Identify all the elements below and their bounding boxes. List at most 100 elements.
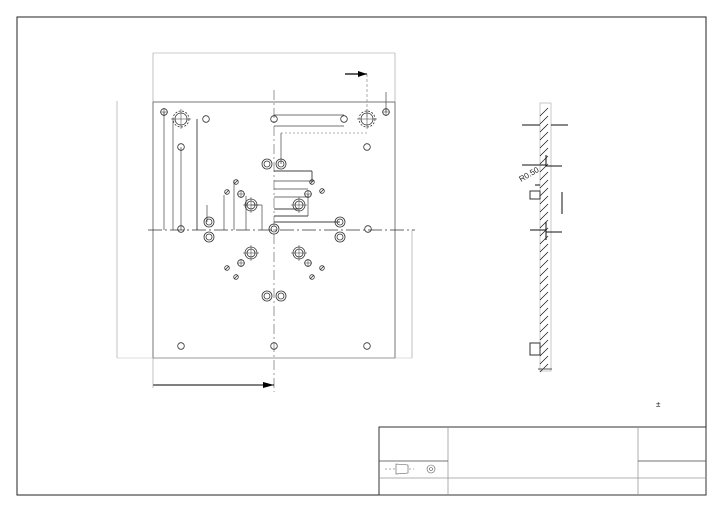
hatch-line bbox=[539, 179, 549, 189]
projection-symbol-icon bbox=[385, 463, 436, 475]
hole-circle bbox=[336, 233, 344, 241]
hole-center-mark bbox=[237, 259, 245, 267]
hatch-line bbox=[539, 315, 549, 325]
hatch-line bbox=[539, 347, 549, 357]
hole-circle bbox=[270, 342, 278, 350]
hole-circle bbox=[364, 225, 372, 233]
tapped-hole-mark bbox=[233, 274, 239, 280]
tapped-hole-mark bbox=[224, 265, 230, 271]
hatch-line bbox=[539, 259, 549, 269]
hole-circle bbox=[233, 274, 239, 280]
tapped-hole-mark bbox=[309, 179, 315, 185]
hatch-line bbox=[539, 187, 549, 197]
hole-circle bbox=[275, 158, 287, 170]
hole-circle bbox=[336, 218, 344, 226]
hatch-line bbox=[539, 355, 549, 365]
hole-center-mark bbox=[382, 108, 390, 116]
hatch-line bbox=[539, 291, 549, 301]
section-hatch bbox=[539, 107, 549, 373]
hole-circle bbox=[261, 158, 273, 170]
hatch-line bbox=[539, 243, 549, 253]
hatch-line bbox=[539, 211, 549, 221]
hole-circle bbox=[224, 189, 230, 195]
hatch-line bbox=[539, 115, 549, 125]
hole-circle bbox=[334, 231, 346, 243]
hatch-line bbox=[539, 331, 549, 341]
hatch-line bbox=[539, 339, 549, 349]
hole-center-mark bbox=[304, 259, 312, 267]
hole-circle bbox=[203, 231, 215, 243]
tapped-hole-mark bbox=[233, 179, 239, 185]
hole-circle bbox=[340, 115, 348, 123]
hole-circle bbox=[334, 216, 346, 228]
side-features bbox=[522, 124, 568, 370]
hole-circle bbox=[277, 160, 285, 168]
hatch-line bbox=[539, 163, 549, 173]
hatch-line bbox=[539, 299, 549, 309]
hole-center-mark bbox=[291, 197, 307, 213]
drawing-frame bbox=[16, 16, 707, 496]
hatch-line bbox=[539, 155, 549, 165]
hatch-line bbox=[539, 227, 549, 237]
hole-circle bbox=[363, 342, 371, 350]
hatch-line bbox=[539, 307, 549, 317]
hatch-line bbox=[539, 195, 549, 205]
tapped-hole-mark bbox=[224, 189, 230, 195]
hole-circle bbox=[270, 115, 278, 123]
hatch-line bbox=[539, 203, 549, 213]
hatch-line bbox=[539, 275, 549, 285]
hatch-line bbox=[539, 107, 549, 117]
hole-center-mark bbox=[357, 109, 377, 129]
fillet-radius-label: R0.50 bbox=[518, 165, 541, 184]
hole-circle bbox=[275, 290, 287, 302]
tapped-hole-mark bbox=[319, 265, 325, 271]
top-arrow-head bbox=[358, 71, 367, 77]
hole-circle bbox=[233, 179, 239, 185]
hole-center-mark bbox=[243, 245, 259, 261]
hatch-line bbox=[539, 235, 549, 245]
hatch-line bbox=[539, 267, 549, 277]
holes bbox=[160, 108, 390, 350]
hole-circle bbox=[319, 188, 325, 194]
hole-circle bbox=[261, 290, 273, 302]
hole-center-mark bbox=[291, 245, 307, 261]
hatch-line bbox=[539, 323, 549, 333]
hatch-line bbox=[539, 219, 549, 229]
hole-circle bbox=[177, 342, 185, 350]
hole-circle bbox=[277, 292, 285, 300]
hole-center-mark bbox=[237, 190, 245, 198]
hatch-line bbox=[539, 251, 549, 261]
hatch-line bbox=[539, 131, 549, 141]
tolerance-symbol: ± bbox=[656, 400, 661, 409]
hole-circle bbox=[319, 265, 325, 271]
side-section-view: R0.50 bbox=[518, 102, 568, 373]
ordinate-lines bbox=[163, 92, 387, 230]
hole-circle bbox=[205, 218, 213, 226]
hole-circle bbox=[263, 160, 271, 168]
hole-circle bbox=[224, 265, 230, 271]
tapped-hole-mark bbox=[309, 274, 315, 280]
hole-circle bbox=[177, 143, 185, 151]
hole-center-mark bbox=[304, 190, 312, 198]
hatch-line bbox=[539, 123, 549, 133]
hole-circle bbox=[177, 225, 185, 233]
hole-circle bbox=[309, 179, 315, 185]
title-block bbox=[378, 426, 707, 496]
hatch-line bbox=[539, 363, 549, 373]
hole-center-mark bbox=[243, 197, 259, 213]
hole-center-mark bbox=[160, 108, 168, 116]
hatch-line bbox=[539, 139, 549, 149]
hatch-line bbox=[539, 283, 549, 293]
hole-circle bbox=[205, 233, 213, 241]
plan-view bbox=[116, 52, 415, 392]
tapped-hole-mark bbox=[319, 188, 325, 194]
hatch-line bbox=[539, 147, 549, 157]
hatch-line bbox=[539, 171, 549, 181]
hole-circle bbox=[363, 143, 371, 151]
hole-center-mark bbox=[171, 109, 191, 129]
hole-circle bbox=[202, 115, 210, 123]
hole-circle bbox=[263, 292, 271, 300]
hole-circle bbox=[203, 216, 215, 228]
hole-circle bbox=[268, 223, 280, 235]
